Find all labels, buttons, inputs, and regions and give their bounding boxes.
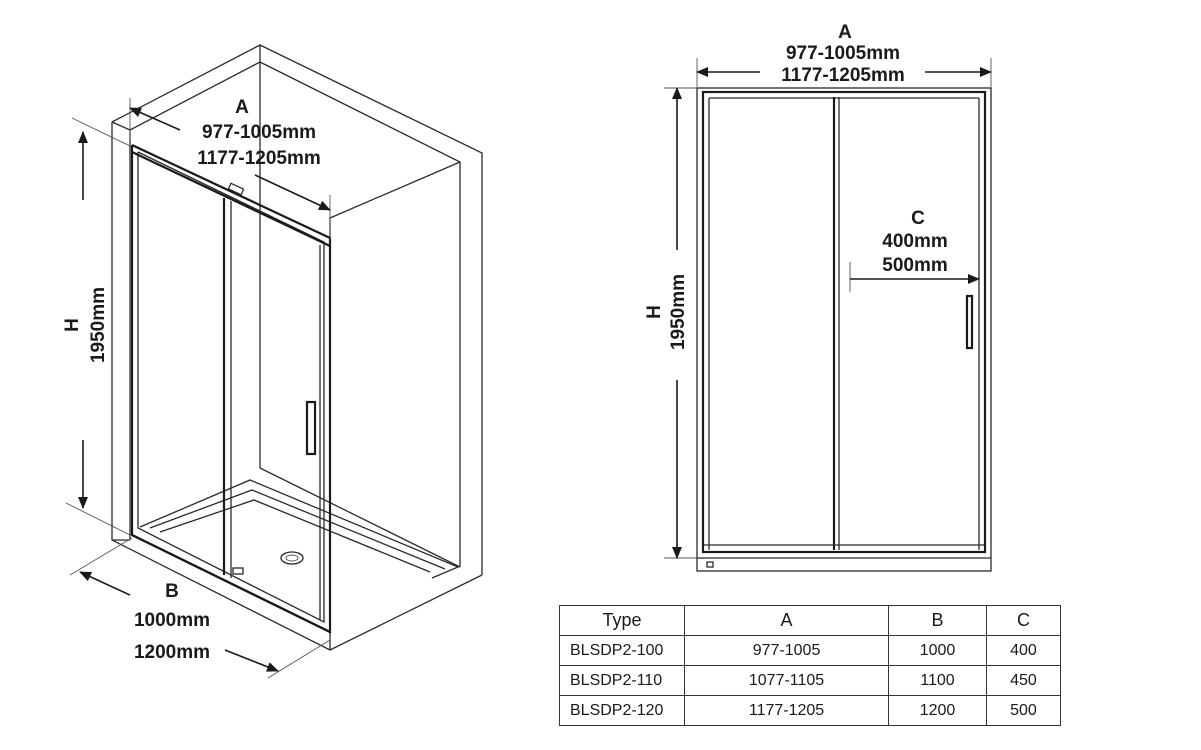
cell-b: 1100 (888, 665, 987, 696)
col-header-b: B (888, 605, 987, 636)
dimension-b-left: B 1000mm 1200mm (69, 537, 331, 679)
dim-b-value-2: 1200mm (134, 642, 210, 663)
dim-b-value-1: 1000mm (134, 610, 210, 631)
cell-c: 500 (985, 695, 1062, 726)
front-dim-h-value: 1950mm (668, 274, 689, 350)
cell-b: 1200 (888, 695, 987, 726)
table-row: BLSDP2-110 1077-1105 1100 450 (559, 665, 1062, 696)
drain (280, 551, 304, 565)
front-dim-a-value-2: 1177-1205mm (781, 65, 905, 86)
cell-c: 450 (985, 665, 1062, 696)
cell-type: BLSDP2-120 (559, 695, 685, 726)
dimension-h-left: H 1950mm (62, 117, 131, 536)
front-dim-a-letter: A (838, 22, 852, 43)
front-view: A 977-1005mm 1177-1205mm H 1950mm C 400m… (644, 22, 992, 572)
dim-h-value: 1950mm (88, 287, 109, 363)
dimension-a-front: A 977-1005mm 1177-1205mm (696, 22, 992, 88)
door-handle (305, 400, 317, 456)
front-dim-c-value-2: 500mm (882, 255, 948, 276)
cell-c: 400 (985, 635, 1062, 666)
table-row: BLSDP2-120 1177-1205 1200 500 (559, 695, 1062, 726)
dim-a-value-1: 977-1005mm (202, 122, 316, 143)
isometric-view: A 977-1005mm 1177-1205mm H 1950mm B 1000… (62, 44, 483, 679)
cell-a: 1177-1205 (683, 695, 890, 726)
cell-b: 1000 (888, 635, 987, 666)
front-dim-h-letter: H (644, 305, 665, 319)
front-door-handle (965, 294, 974, 350)
dim-h-letter: H (62, 318, 83, 332)
dimension-c-front: C 400mm 500mm (849, 208, 980, 292)
cell-type: BLSDP2-100 (559, 635, 685, 666)
cell-type: BLSDP2-110 (559, 665, 685, 696)
sliding-door (130, 144, 332, 634)
col-header-a: A (683, 605, 890, 636)
table-row: BLSDP2-100 977-1005 1000 400 (559, 635, 1062, 666)
dimension-h-front: H 1950mm (644, 87, 697, 559)
col-header-type: Type (559, 605, 685, 636)
front-dim-c-value-1: 400mm (882, 231, 948, 252)
dim-b-letter: B (165, 581, 179, 602)
dimension-a-left: A 977-1005mm 1177-1205mm (129, 97, 331, 240)
specification-table: Type A B C BLSDP2-100 977-1005 1000 400 … (559, 605, 1062, 726)
front-dim-c-letter: C (911, 208, 925, 229)
col-header-c: C (985, 605, 1062, 636)
cell-a: 977-1005 (683, 635, 890, 666)
front-frame (696, 87, 992, 572)
cell-a: 1077-1105 (683, 665, 890, 696)
dim-a-letter: A (235, 97, 249, 118)
shower-tray (139, 479, 460, 579)
dim-a-value-2: 1177-1205mm (197, 148, 321, 169)
table-header-row: Type A B C (559, 605, 1062, 636)
front-dim-a-value-1: 977-1005mm (786, 43, 900, 64)
